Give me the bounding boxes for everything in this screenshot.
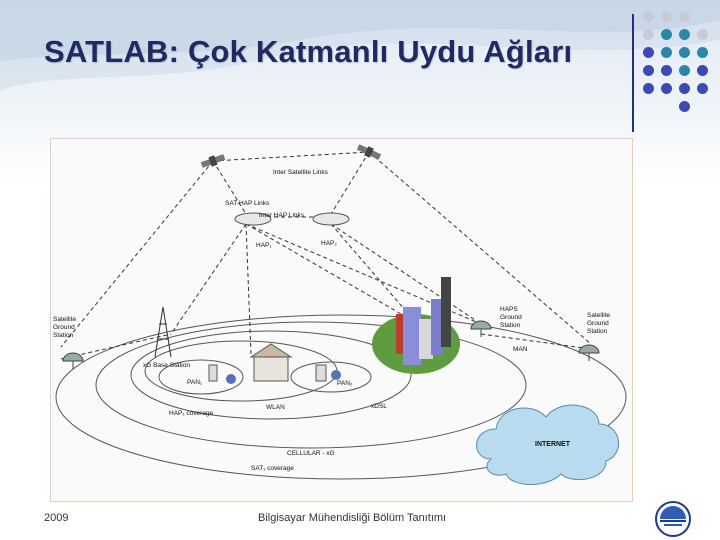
label-man: MAN [513, 346, 528, 353]
background-swoosh [0, 0, 720, 90]
label-xdsl: xDSL [371, 403, 387, 410]
satellite-ground-station-left-icon [62, 352, 84, 369]
hap2-airship-icon [312, 212, 350, 226]
grid-dot [679, 65, 690, 76]
grid-dot [661, 29, 672, 40]
label-wlan: WLAN [266, 404, 285, 411]
label-sat-coverage: SAT₁ coverage [251, 465, 294, 472]
label-inter-hap: Inter HAP Links [259, 212, 305, 219]
grid-dot [661, 47, 672, 58]
grid-dot [679, 47, 690, 58]
grid-dot [643, 29, 654, 40]
label-haps-gs-line1: HAPS [500, 306, 518, 313]
label-haps-gs-line2: Ground [500, 314, 522, 321]
network-figure: Inter Satellite Links SAT-HAP Links Inte… [50, 138, 633, 502]
grid-dot [661, 11, 672, 22]
grid-dot [697, 29, 708, 40]
pan1-user-icon [226, 374, 236, 384]
grid-dot [643, 83, 654, 94]
link-lines [60, 151, 592, 360]
label-internet: INTERNET [535, 441, 571, 448]
sat-coverage-ellipse [55, 314, 627, 480]
satellite-right-icon [356, 144, 382, 160]
footer-department: Bilgisayar Mühendisliği Bölüm Tanıtımı [258, 512, 447, 524]
man-buildings-icon [396, 277, 451, 365]
pan1-ellipse [158, 359, 244, 395]
internet-cloud-icon [476, 404, 620, 485]
grid-dot [643, 65, 654, 76]
label-sat-gs-left-line3: Station [53, 332, 74, 339]
house-icon [249, 343, 293, 382]
label-sat-gs-left-line2: Ground [53, 324, 75, 331]
xg-base-station-tower-icon [154, 306, 172, 358]
label-sat-gs-left-line1: Satellite [53, 316, 77, 323]
haps-ground-station-icon [470, 320, 492, 337]
label-pan1: PAN₁ [187, 379, 203, 386]
grid-dot [643, 11, 654, 22]
label-hap1: HAP₁ [256, 242, 272, 249]
pan2-device-icon [315, 364, 327, 382]
label-pan2: PAN₂ [337, 380, 353, 387]
satellite-left-icon [200, 154, 226, 168]
grid-dot [697, 83, 708, 94]
grid-dot [679, 29, 690, 40]
footer-date: 2009 [44, 512, 69, 524]
label-sat-gs-right-line1: Satellite [587, 312, 611, 319]
grid-dot [679, 83, 690, 94]
slide-title: SATLAB: Çok Katmanlı Uydu Ağları [44, 34, 573, 69]
label-xg-base: xG Base Station [143, 362, 190, 369]
pan1-device-icon [208, 364, 218, 382]
pan2-ellipse [290, 361, 372, 393]
decorative-dot-grid [642, 10, 714, 112]
grid-dot [697, 65, 708, 76]
label-sat-hap: SAT-HAP Links [225, 200, 270, 207]
pan2-user-icon [331, 370, 341, 380]
grid-dot [643, 47, 654, 58]
title-divider [632, 14, 634, 132]
grid-dot [697, 47, 708, 58]
network-diagram: Inter Satellite Links SAT-HAP Links Inte… [53, 144, 627, 485]
label-haps-gs-line3: Station [500, 322, 521, 329]
grid-dot [661, 65, 672, 76]
grid-dot [679, 11, 690, 22]
grid-dot [679, 101, 690, 112]
label-sat-gs-right-line3: Station [587, 328, 608, 335]
label-sat-gs-right-line2: Ground [587, 320, 609, 327]
grid-dot [661, 83, 672, 94]
label-inter-satellite: Inter Satellite Links [273, 169, 329, 176]
label-cellular: CELLULAR - xG [287, 450, 335, 457]
hap-coverage-ellipse [130, 330, 412, 420]
hap1-airship-icon [234, 212, 272, 226]
label-hap2: HAP₂ [321, 240, 337, 247]
label-hap-coverage: HAP₁ coverage [169, 410, 213, 417]
cellular-coverage-ellipse [95, 321, 527, 449]
university-logo-icon [655, 501, 691, 537]
satellite-ground-station-right-icon [578, 344, 600, 361]
